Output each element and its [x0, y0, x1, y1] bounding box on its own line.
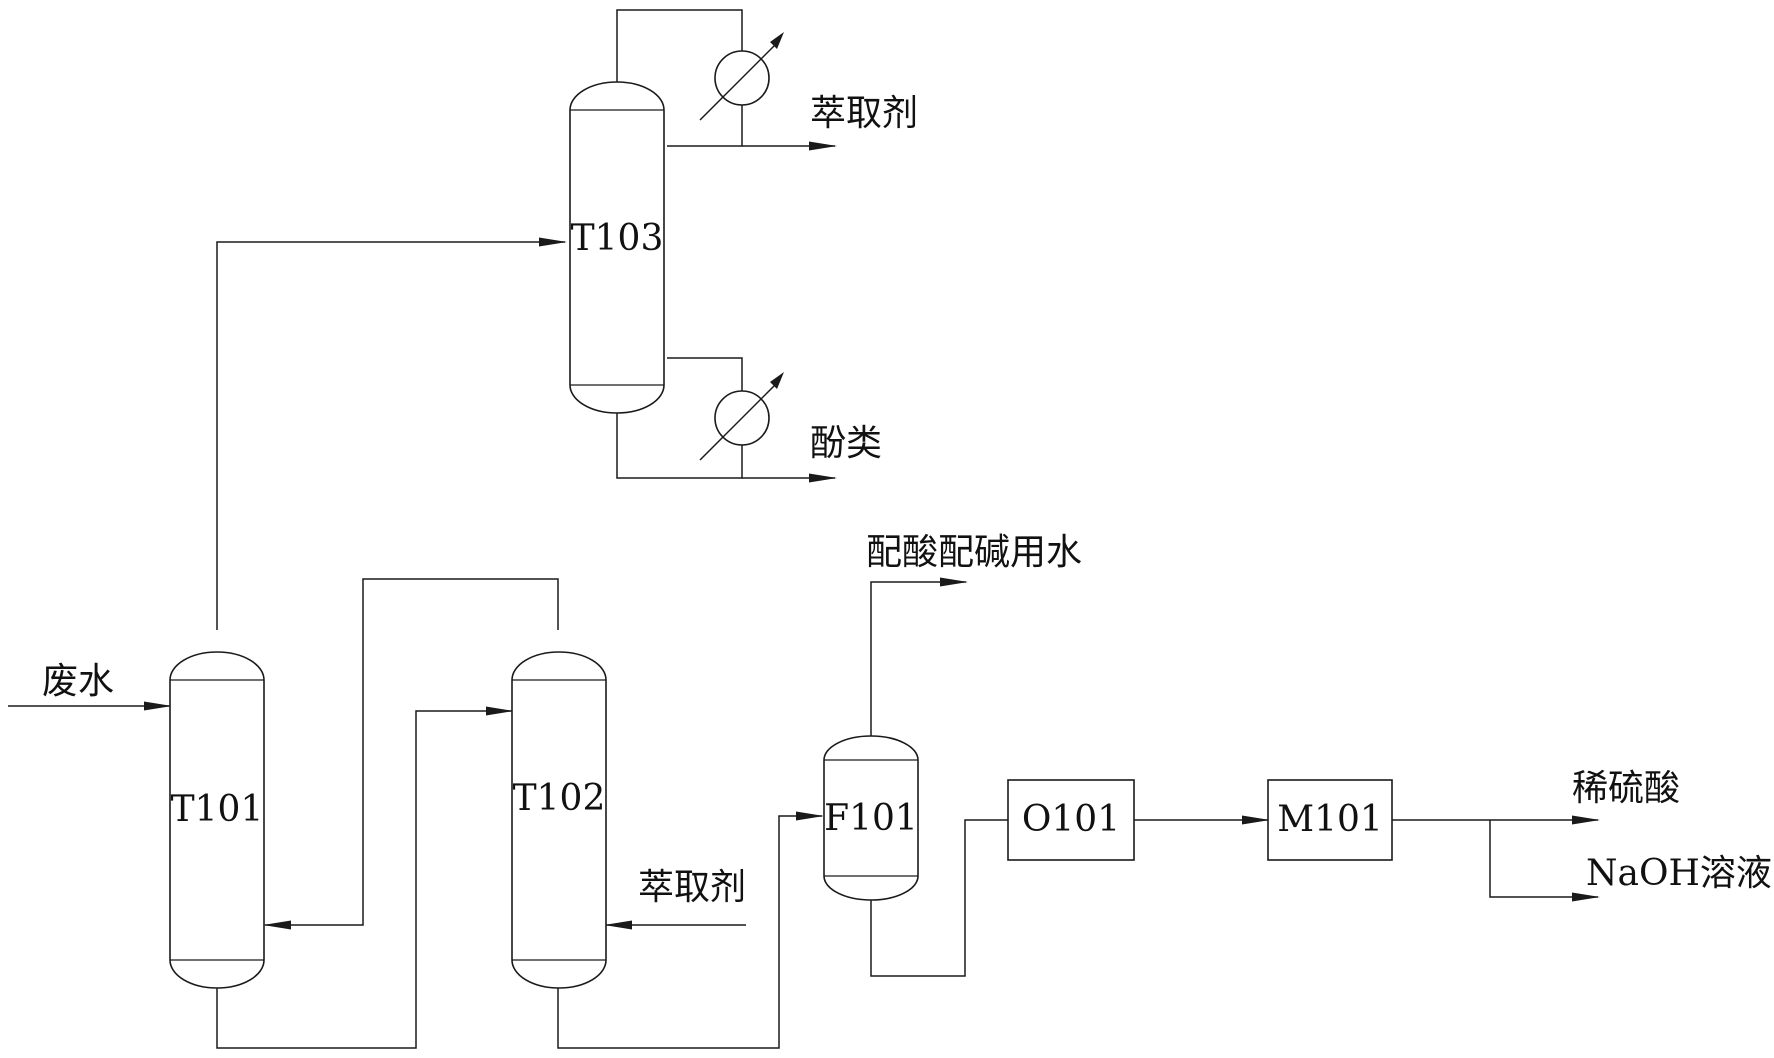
- f101-bottoms-to-o101-line: [870, 819, 1008, 977]
- phenols-label: 酚类: [810, 423, 882, 464]
- f101-overhead-water-line: [870, 577, 968, 738]
- reboiler-icon: [699, 372, 784, 461]
- t101-overhead-to-t103-line: [216, 237, 567, 630]
- column-t102: [511, 651, 607, 989]
- unit-o101: [1007, 779, 1135, 861]
- t102-label: T102: [513, 778, 606, 819]
- m101-label: M101: [1277, 799, 1383, 840]
- t103-overhead-loop: [616, 9, 743, 147]
- t103-label: T103: [571, 218, 664, 259]
- condenser-icon: [699, 32, 784, 121]
- t101-bottoms-to-t102-line: [216, 706, 514, 1049]
- wastewater-label: 废水: [42, 661, 114, 702]
- f101-label: F101: [824, 798, 918, 839]
- flash-drum-f101: [823, 735, 919, 901]
- t101-label: T101: [171, 789, 264, 830]
- acid-base-water-label: 配酸配碱用水: [866, 532, 1082, 573]
- unit-m101: [1267, 779, 1393, 861]
- extractant-recovered-label: 萃取剂: [810, 93, 918, 134]
- t102-overhead-to-t101-line: [263, 578, 559, 930]
- naoh-solution-line: [1489, 820, 1600, 902]
- naoh-solution-label: NaOH溶液: [1586, 853, 1772, 894]
- o101-label: O101: [1022, 799, 1120, 840]
- column-t101: [169, 651, 265, 989]
- column-t103: [569, 81, 665, 414]
- extractant-feed-label: 萃取剂: [638, 867, 746, 908]
- t102-bottoms-to-f101-line: [557, 811, 824, 1049]
- dilute-sulfuric-acid-label: 稀硫酸: [1572, 768, 1680, 809]
